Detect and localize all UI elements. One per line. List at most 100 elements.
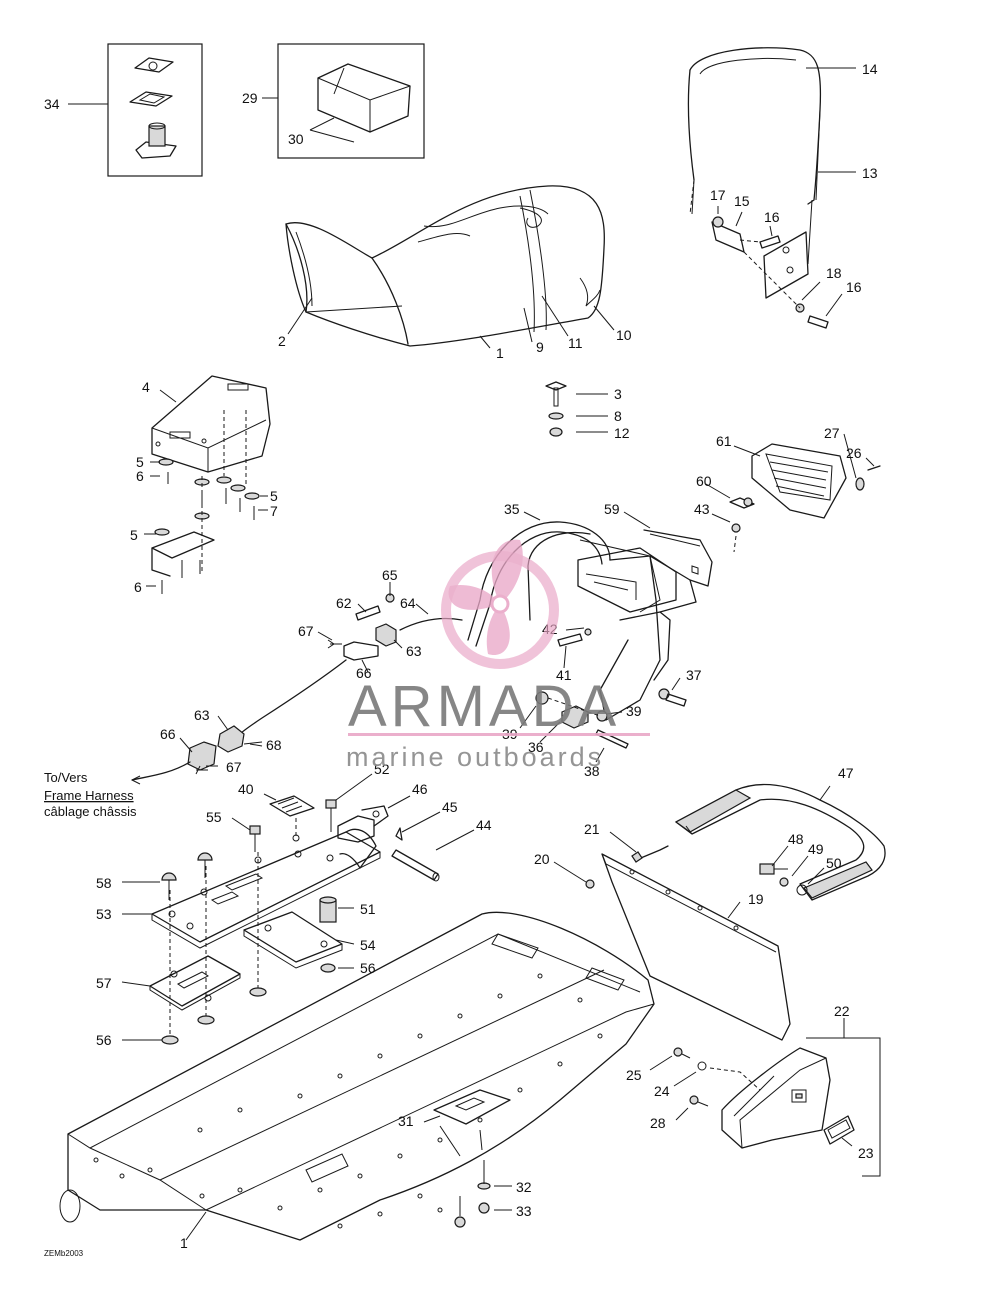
callout-24: 24 <box>654 1083 670 1099</box>
callout-65: 65 <box>382 567 398 583</box>
callout-7: 7 <box>270 503 278 519</box>
tunnel-frame <box>59 911 655 1241</box>
callout-3: 3 <box>614 386 622 402</box>
callout-60: 60 <box>696 473 712 489</box>
callout-59: 59 <box>604 501 620 517</box>
callout-46: 46 <box>412 781 428 797</box>
callout-52: 52 <box>374 761 390 777</box>
callout-55: 55 <box>206 809 222 825</box>
mounting-plates <box>149 795 440 1045</box>
callout-5: 5 <box>130 527 138 543</box>
callout-17: 17 <box>710 187 726 203</box>
callout-66: 66 <box>160 726 176 742</box>
propeller-logo <box>441 539 559 669</box>
riser-hardware <box>151 410 260 594</box>
callout-6: 6 <box>134 579 142 595</box>
callout-53: 53 <box>96 906 112 922</box>
callout-25: 25 <box>626 1067 642 1083</box>
callout-26: 26 <box>846 445 862 461</box>
seat-riser <box>151 375 271 473</box>
bolt-washer-nut <box>545 381 567 437</box>
callout-38: 38 <box>584 763 600 779</box>
callout-9: 9 <box>536 339 544 355</box>
callout-15: 15 <box>734 193 750 209</box>
callout-5: 5 <box>136 454 144 470</box>
watermark-subtitle: marine outboards <box>346 742 604 772</box>
callout-34: 34 <box>44 96 60 112</box>
callout-2: 2 <box>278 333 286 349</box>
watermark-title: ARMADA <box>348 674 620 739</box>
callout-64: 64 <box>400 595 416 611</box>
callout-13: 13 <box>862 165 878 181</box>
backrest-bracket <box>711 216 829 329</box>
callout-31: 31 <box>398 1113 414 1129</box>
watermark-rule <box>348 733 650 736</box>
tunnel-fasteners <box>454 1160 491 1228</box>
harness-note-line3: câblage châssis <box>44 804 137 819</box>
rear-cover <box>673 1047 855 1149</box>
callout-54: 54 <box>360 937 376 953</box>
callout-22: 22 <box>834 1003 850 1019</box>
callout-11: 11 <box>568 335 583 351</box>
callout-63: 63 <box>406 643 422 659</box>
callout-37: 37 <box>686 667 702 683</box>
callout-33: 33 <box>516 1203 532 1219</box>
callout-50: 50 <box>826 855 842 871</box>
wiring-harness <box>131 586 463 785</box>
callout-16: 16 <box>764 209 780 225</box>
seat-assembly <box>285 185 605 347</box>
callout-57: 57 <box>96 975 112 991</box>
callout-66: 66 <box>356 665 372 681</box>
callout-61: 61 <box>716 433 732 449</box>
harness-note-line1: To/Vers <box>44 770 88 785</box>
callout-29: 29 <box>242 90 258 106</box>
callout-40: 40 <box>238 781 254 797</box>
callout-49: 49 <box>808 841 824 857</box>
callout-12: 12 <box>614 425 630 441</box>
callout-68: 68 <box>266 737 282 753</box>
callout-21: 21 <box>584 821 600 837</box>
callout-56: 56 <box>96 1032 112 1048</box>
callout-58: 58 <box>96 875 112 891</box>
callout-67: 67 <box>226 759 242 775</box>
callout-47: 47 <box>838 765 854 781</box>
drawing-code: ZEMb2003 <box>44 1249 84 1258</box>
callout-19: 19 <box>748 891 764 907</box>
callout-10: 10 <box>616 327 632 343</box>
tail-light <box>729 443 881 553</box>
callout-41: 41 <box>556 667 572 683</box>
watermark: ARMADA marine outboards <box>346 539 650 772</box>
callout-62: 62 <box>336 595 352 611</box>
callout-28: 28 <box>650 1115 666 1131</box>
callout-51: 51 <box>360 901 376 917</box>
callout-14: 14 <box>862 61 878 77</box>
callout-43: 43 <box>694 501 710 517</box>
callout-39: 39 <box>626 703 642 719</box>
callout-5: 5 <box>270 488 278 504</box>
grab-handle <box>674 783 886 901</box>
callout-20: 20 <box>534 851 550 867</box>
box-29-pad <box>277 43 425 159</box>
box-34-kit <box>107 43 203 177</box>
callout-45: 45 <box>442 799 458 815</box>
callout-6: 6 <box>136 468 144 484</box>
tunnel-rivets <box>93 973 603 1229</box>
callout-18: 18 <box>826 265 842 281</box>
rack-fasteners <box>535 628 687 749</box>
callout-23: 23 <box>858 1145 874 1161</box>
harness-note: To/Vers Frame Harness câblage châssis <box>44 770 137 819</box>
callout-35: 35 <box>504 501 520 517</box>
callout-32: 32 <box>516 1179 532 1195</box>
callout-16: 16 <box>846 279 862 295</box>
callout-labels: 34 29 30 14 13 17 15 16 18 16 2 1 9 11 1… <box>44 61 878 1251</box>
callout-4: 4 <box>142 379 150 395</box>
callout-36: 36 <box>528 739 544 755</box>
callout-30: 30 <box>288 131 304 147</box>
callout-1: 1 <box>180 1235 188 1251</box>
callout-67: 67 <box>298 623 314 639</box>
callout-44: 44 <box>476 817 492 833</box>
callout-48: 48 <box>788 831 804 847</box>
callout-56: 56 <box>360 960 376 976</box>
callout-8: 8 <box>614 408 622 424</box>
